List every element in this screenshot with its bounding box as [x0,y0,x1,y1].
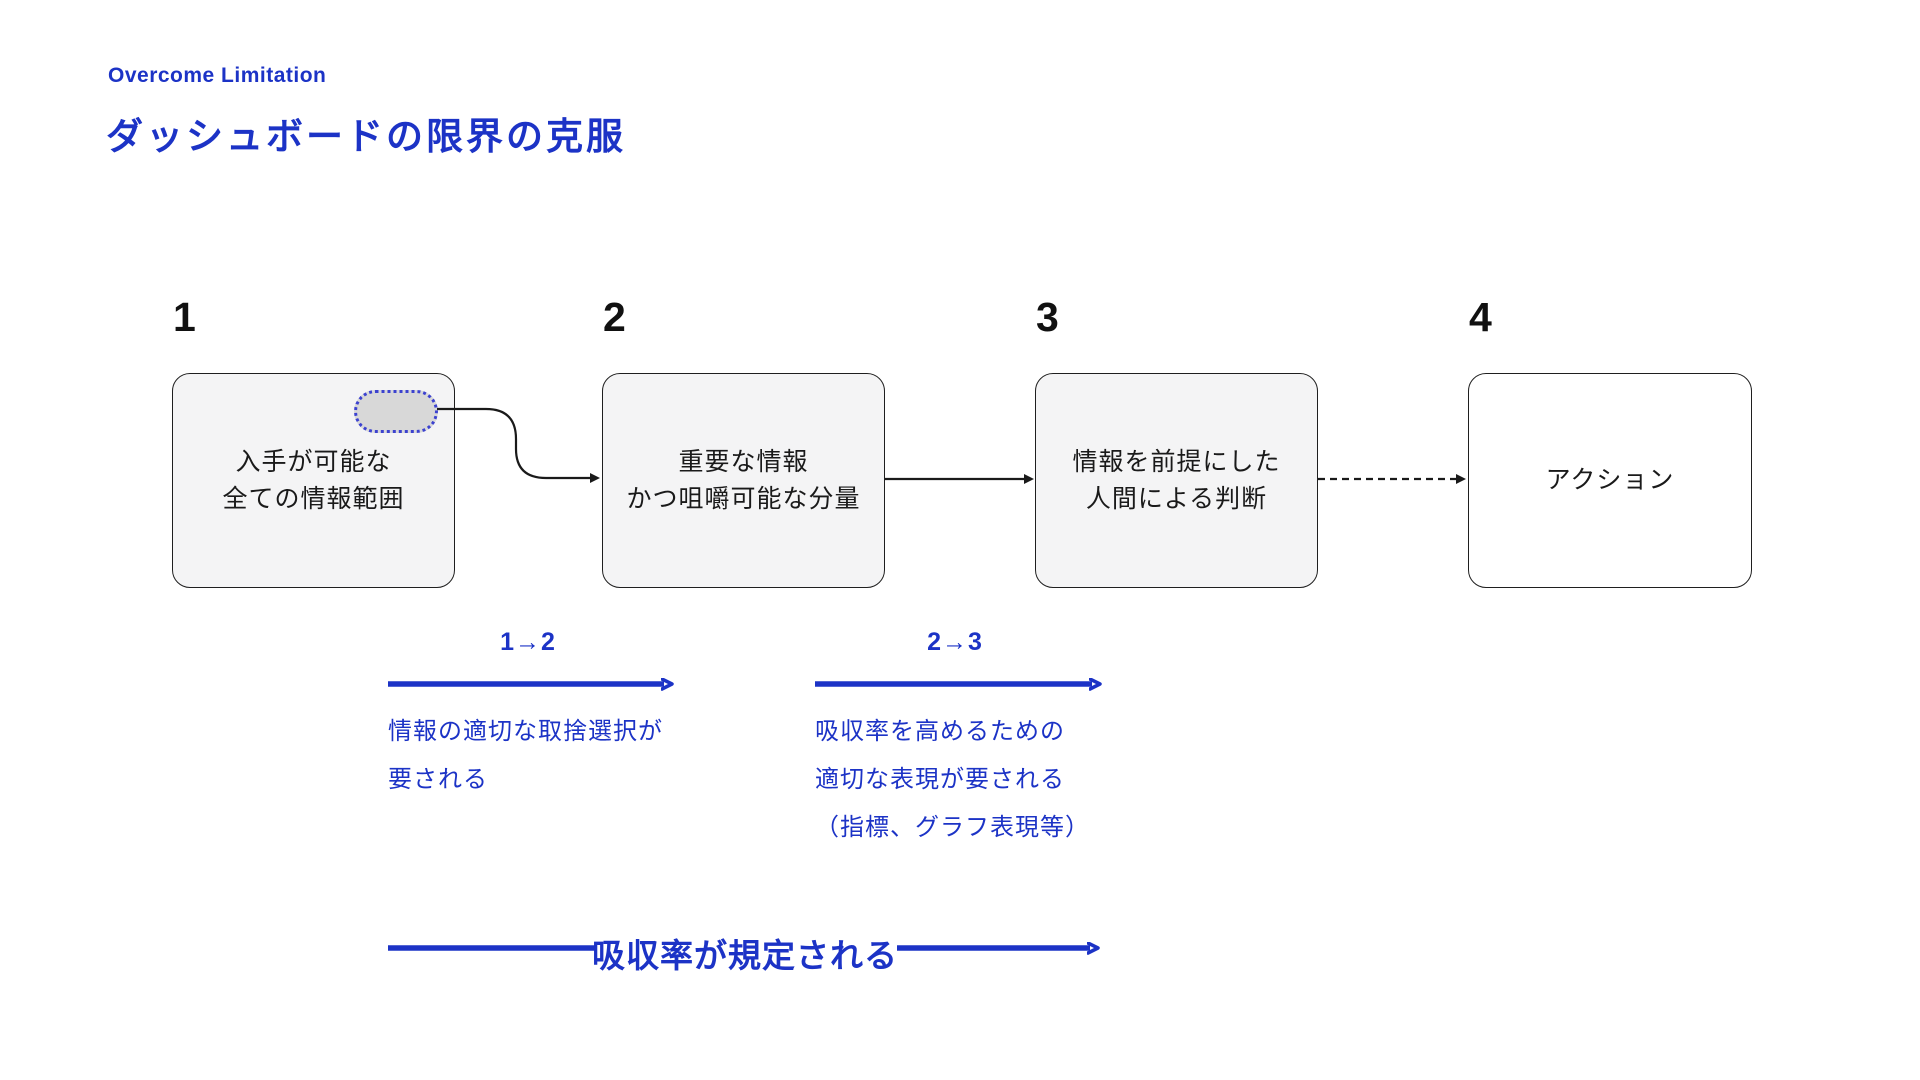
step-box-3: 情報を前提にした 人間による判断 [1035,373,1318,588]
step-number-4: 4 [1469,294,1492,340]
step-box-label: 入手が可能な [235,447,392,476]
step-number-1: 1 [173,294,196,340]
step-number-3: 3 [1036,294,1059,340]
transition-label-1-2: 1→2 [500,628,556,656]
step-box-label: かつ咀嚼可能な分量 [626,484,861,513]
footer-label: 吸収率が規定される [592,937,898,974]
transition-description-line: 吸収率を高めるための [815,718,1065,745]
transition-description-line: （指標、グラフ表現等） [815,814,1090,841]
step-box-label: 全ての情報範囲 [222,484,405,513]
transition-description-line: 情報の適切な取捨選択が [388,718,663,745]
step-box-label: 情報を前提にした [1072,447,1281,476]
transition-description-1-2: 情報の適切な取捨選択が 要される [388,708,663,804]
transition-description-line: 適切な表現が要される [815,766,1065,793]
step-box-label: 重要な情報 [678,447,809,476]
step-box-2: 重要な情報 かつ咀嚼可能な分量 [602,373,885,588]
step-box-1: 入手が可能な 全ての情報範囲 [172,373,455,588]
transition-label-2-3: 2→3 [927,628,983,656]
step-number-2: 2 [603,294,626,340]
transition-description-2-3: 吸収率を高めるための 適切な表現が要される （指標、グラフ表現等） [815,708,1090,852]
step-box-4: アクション [1468,373,1752,588]
step-box-label: アクション [1545,466,1675,494]
highlight-pill [354,390,438,433]
curved-connector-1-2 [437,407,600,483]
step-box-label: 人間による判断 [1085,484,1268,513]
transition-description-line: 要される [388,766,488,793]
page-title: ダッシュボードの限界の克服 [106,116,626,157]
eyebrow: Overcome Limitation [108,64,327,87]
